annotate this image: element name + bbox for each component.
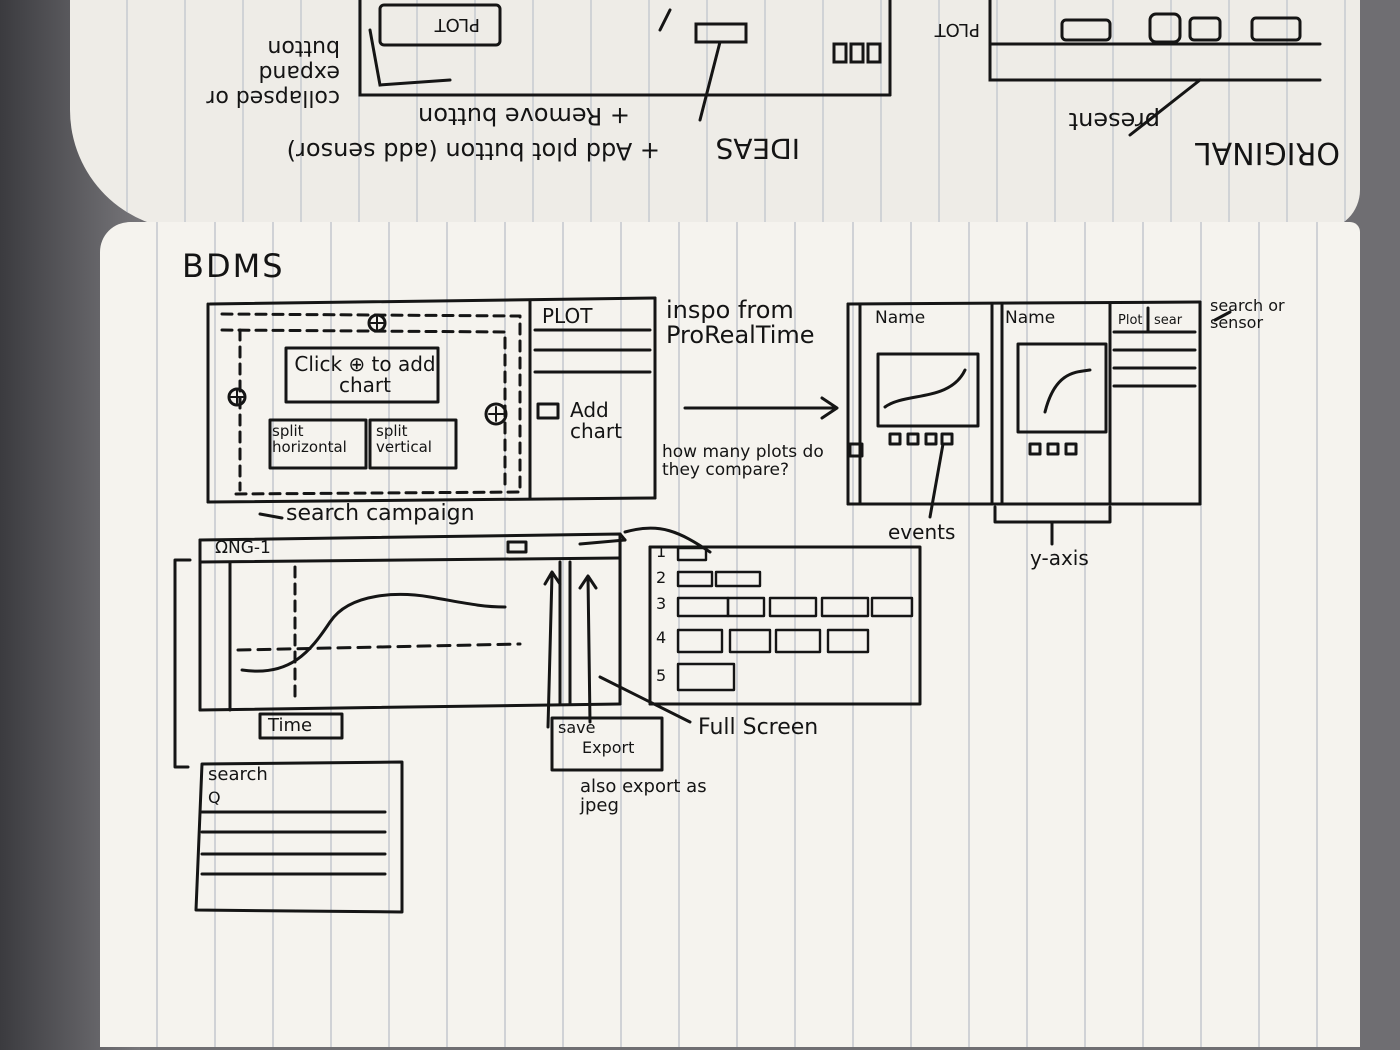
notebook-page: BDMS Click ⊕ to add chart split horizont…: [100, 222, 1360, 1047]
add-plot-note: + Add plot button (add sensor): [286, 137, 660, 165]
plot-panel-header: PLOT: [542, 304, 593, 328]
add-chart-button[interactable]: Add chart: [570, 398, 622, 443]
present-note: present: [1068, 107, 1160, 135]
search-icon[interactable]: Q: [208, 788, 221, 807]
events-note: events: [888, 520, 956, 544]
search-campaign-note: search campaign: [286, 501, 475, 526]
top-page-sketch: [358, 0, 1322, 137]
split-vertical-button[interactable]: split vertical: [376, 422, 432, 456]
save-option[interactable]: save: [558, 718, 596, 737]
layout-row-2[interactable]: 2: [656, 568, 667, 587]
layout-row-5[interactable]: 5: [656, 666, 667, 685]
top-notebook-page: ORIGINAL present IDEAS + Add plot button…: [70, 0, 1360, 230]
click-to-add-chart[interactable]: Click ⊕ to add chart: [294, 352, 436, 397]
how-many-note: how many plots do they compare?: [662, 442, 824, 480]
tab-search[interactable]: sear: [1154, 313, 1183, 328]
panel-a-name: Name: [875, 308, 926, 328]
layout-row-1[interactable]: 1: [656, 542, 667, 561]
panel-b-name: Name: [1005, 308, 1056, 328]
time-axis-label: Time: [268, 715, 313, 736]
plot-label-left: PLOT: [434, 14, 480, 35]
layout-row-3[interactable]: 3: [656, 594, 667, 613]
tab-plot[interactable]: Plot: [1118, 313, 1143, 328]
ideas-heading: IDEAS: [715, 132, 800, 165]
remove-note: + Remove button: [418, 102, 630, 130]
full-screen-note: Full Screen: [698, 715, 819, 740]
inspo-note: inspo from ProRealTime: [666, 296, 815, 350]
search-or-sensor-note: search or sensor: [1210, 296, 1285, 332]
page-sketch: [173, 296, 1232, 914]
ruled-lines: [70, 0, 1360, 230]
split-horizontal-button[interactable]: split horizontal: [272, 422, 347, 456]
y-axis-note: y-axis: [1030, 546, 1089, 570]
collapse-note: collapsed or expand button: [206, 35, 340, 110]
plot-label-right: PLOT: [934, 19, 980, 40]
original-heading: ORIGINAL: [1194, 135, 1340, 170]
export-option[interactable]: Export: [582, 738, 635, 757]
search-panel-title: search: [208, 764, 268, 785]
also-export-note: also export as jpeg: [580, 776, 707, 816]
page-title: BDMS: [182, 247, 285, 285]
layout-row-4[interactable]: 4: [656, 628, 667, 647]
campaign-tab[interactable]: ΩNG-1: [215, 538, 271, 558]
